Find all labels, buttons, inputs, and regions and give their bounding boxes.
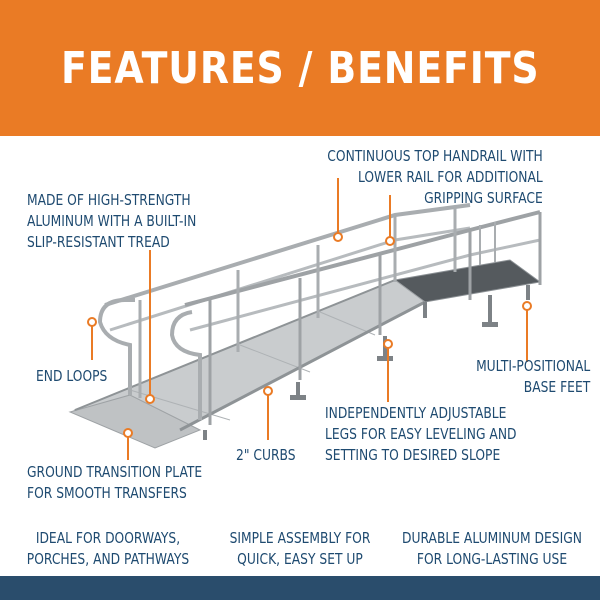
callout-aluminum-line: ALUMINUM WITH A BUILT-IN — [27, 212, 197, 230]
callout-curbs-line: 2" CURBS — [236, 446, 296, 464]
callout-aluminum-line: MADE OF HIGH-STRENGTH — [27, 191, 191, 209]
benefit-durable-line: DURABLE ALUMINUM DESIGN — [402, 529, 582, 547]
callout-handrail-line: LOWER RAIL FOR ADDITIONAL — [358, 168, 543, 186]
callout-handrail-line: CONTINUOUS TOP HANDRAIL WITH — [327, 147, 543, 165]
callout-legs-line: SETTING TO DESIRED SLOPE — [325, 446, 501, 464]
callout-base-feet-line: MULTI-POSITIONAL — [475, 357, 590, 375]
callout-transition: GROUND TRANSITION PLATE FOR SMOOTH TRANS… — [27, 462, 202, 504]
benefit-doorways-line: PORCHES, AND PATHWAYS — [26, 550, 190, 568]
header-banner: FEATURES / BENEFITS — [0, 0, 600, 136]
page-title: FEATURES / BENEFITS — [60, 42, 540, 94]
callout-legs-line: LEGS FOR EASY LEVELING AND — [325, 425, 517, 443]
benefit-doorways-line: IDEAL FOR DOORWAYS, — [35, 529, 181, 547]
callout-transition-line: FOR SMOOTH TRANSFERS — [27, 484, 187, 502]
callout-legs: INDEPENDENTLY ADJUSTABLE LEGS FOR EASY L… — [325, 403, 517, 466]
callout-aluminum-line: SLIP-RESISTANT TREAD — [27, 233, 170, 251]
benefit-durable: DURABLE ALUMINUM DESIGN FOR LONG-LASTING… — [400, 528, 584, 570]
benefit-assembly-line: SIMPLE ASSEMBLY FOR — [229, 529, 371, 547]
callout-curbs: 2" CURBS — [236, 445, 296, 466]
callout-end-loops: END LOOPS — [36, 366, 107, 387]
footer-bar — [0, 576, 600, 600]
benefit-doorways: IDEAL FOR DOORWAYS, PORCHES, AND PATHWAY… — [19, 528, 196, 570]
benefit-assembly-line: QUICK, EASY SET UP — [237, 550, 363, 568]
benefit-durable-line: FOR LONG-LASTING USE — [416, 550, 568, 568]
callout-handrail-line: GRIPPING SURFACE — [424, 189, 543, 207]
callout-base-feet: MULTI-POSITIONAL BASE FEET — [476, 356, 590, 398]
callout-handrail: CONTINUOUS TOP HANDRAIL WITH LOWER RAIL … — [328, 146, 543, 209]
callout-base-feet-line: BASE FEET — [523, 378, 590, 396]
callout-aluminum: MADE OF HIGH-STRENGTH ALUMINUM WITH A BU… — [27, 190, 196, 253]
callout-legs-line: INDEPENDENTLY ADJUSTABLE — [325, 404, 507, 422]
benefit-assembly: SIMPLE ASSEMBLY FOR QUICK, EASY SET UP — [218, 528, 382, 570]
callout-transition-line: GROUND TRANSITION PLATE — [27, 463, 203, 481]
callout-end-loops-line: END LOOPS — [36, 367, 108, 385]
